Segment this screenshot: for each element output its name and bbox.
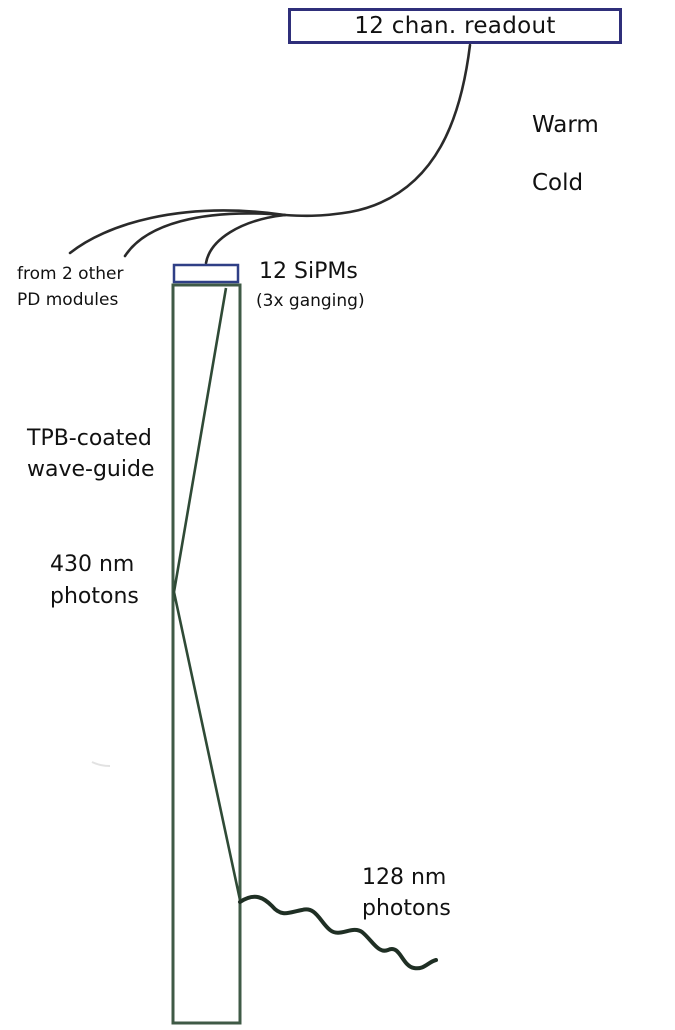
- visible-photons-line2: photons: [50, 584, 139, 609]
- sipm-sublabel: (3x ganging): [256, 291, 365, 311]
- uv-photons-line1: 128 nm: [362, 865, 447, 890]
- waveguide-line2: wave-guide: [27, 457, 155, 482]
- visible-photon-path: [172, 287, 242, 901]
- cable-other-module-1: [68, 209, 287, 255]
- readout-label: 12 chan. readout: [354, 13, 556, 39]
- faint-mark: [91, 761, 111, 767]
- warm-label: Warm: [532, 112, 599, 138]
- cold-label: Cold: [532, 170, 584, 196]
- readout-box: 12 chan. readout: [288, 8, 622, 44]
- uv-photon-wave: [238, 894, 438, 971]
- cable-sipm: [204, 213, 287, 265]
- waveguide-line1: TPB-coated: [27, 426, 152, 451]
- uv-photons-line2: photons: [362, 896, 451, 921]
- main-cable: [283, 43, 472, 218]
- sipm-box: [172, 263, 240, 284]
- sipm-label: 12 SiPMs: [259, 259, 358, 284]
- warm-cold-boundary: [244, 145, 658, 163]
- signal-cables: [68, 43, 472, 265]
- other-modules-line1: from 2 other: [17, 264, 124, 284]
- cable-other-module-2: [123, 212, 287, 258]
- waveguide-bar: [171, 283, 242, 1025]
- other-modules-line2: PD modules: [17, 290, 119, 310]
- visible-photons-line1: 430 nm: [50, 552, 135, 577]
